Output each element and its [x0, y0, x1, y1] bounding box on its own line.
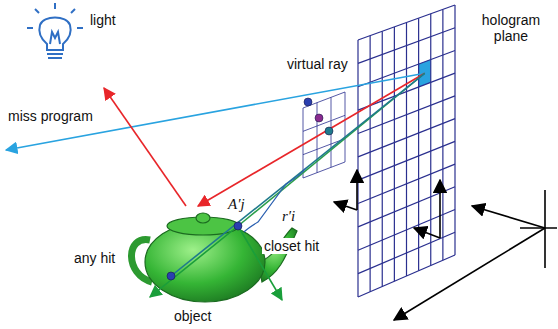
- ray-line: [150, 226, 238, 297]
- object-label: object: [172, 308, 213, 324]
- hit-point: [325, 127, 333, 135]
- hit-label: any hit: [72, 250, 117, 266]
- hit-point: [167, 272, 175, 280]
- point-label: A′j: [226, 196, 247, 212]
- plane-label: hologram plane: [468, 12, 554, 44]
- ray-line: [104, 88, 186, 206]
- light-bulb: [27, 3, 83, 58]
- hit-point: [304, 98, 312, 106]
- hit-point: [234, 222, 242, 230]
- hologram-grid: [358, 5, 455, 297]
- hit-point: [315, 114, 323, 122]
- ray-label: virtual ray: [285, 56, 350, 72]
- distance-bracket: [244, 168, 306, 232]
- miss-label: miss program: [6, 108, 95, 124]
- ray-line: [198, 73, 425, 206]
- ray-line: [171, 73, 425, 276]
- teapot-object: [131, 213, 297, 302]
- ray-line: [6, 73, 425, 150]
- rays: [6, 73, 425, 300]
- light-label: light: [88, 12, 118, 28]
- distance-label: r′i: [280, 208, 297, 224]
- coordinate-axes: [334, 170, 557, 320]
- hit-label: closet hit: [262, 238, 321, 254]
